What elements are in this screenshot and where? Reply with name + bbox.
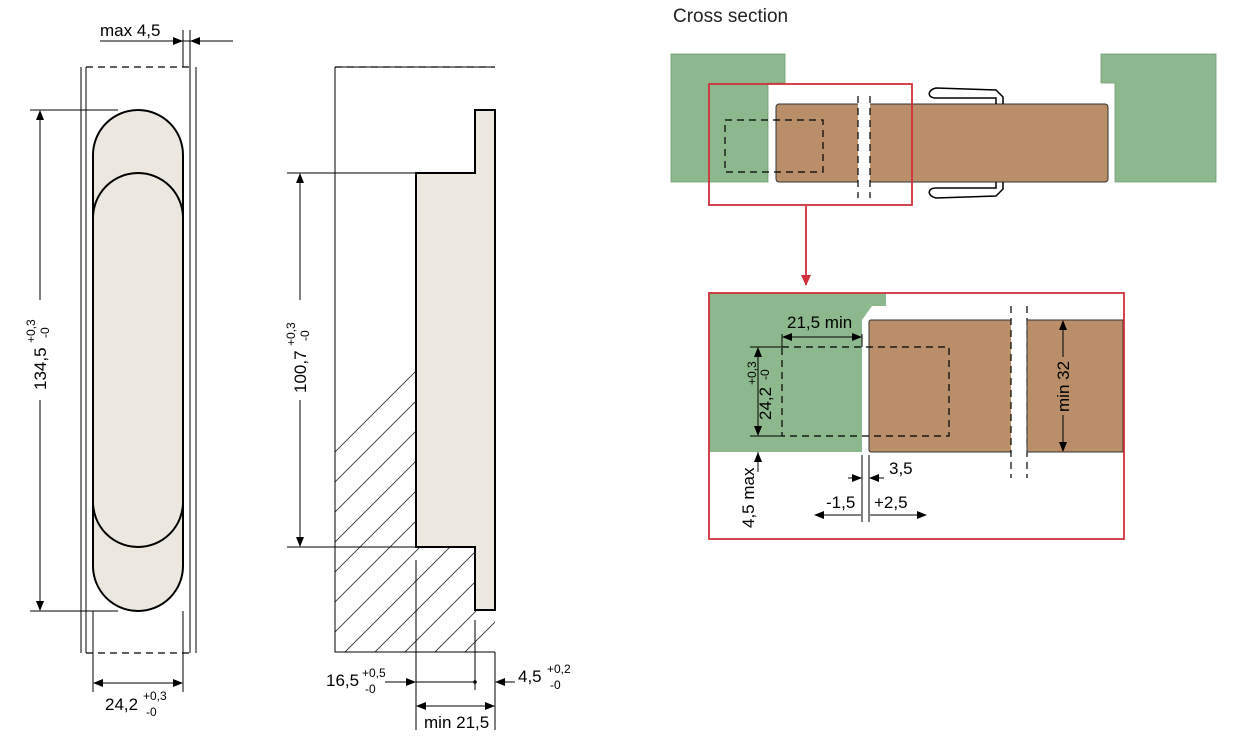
detail-frame [709, 293, 886, 452]
detail-view: 21,5 min 24,2 +0,3 -0 min 32 4, [708, 292, 1125, 540]
height-value: 134,5 [31, 347, 50, 390]
cross-section: Cross section [670, 6, 1217, 540]
detail-min-width: 21,5 min [787, 313, 852, 332]
detail-border [708, 292, 1125, 540]
min-depth-label: min 21,5 [424, 713, 489, 732]
detail-offset-right: +2,5 [874, 493, 908, 512]
flange-value: 4,5 [518, 667, 542, 686]
hatch-line [335, 67, 495, 652]
flange-tol-upper: +0,2 [547, 662, 571, 676]
depth-tol-upper: +0,5 [362, 666, 386, 680]
detail-gap: 3,5 [889, 459, 913, 478]
flange-tol-lower: -0 [550, 678, 561, 692]
detail-door-right [1026, 319, 1124, 453]
detail-max-clearance: 4,5 max [739, 467, 758, 528]
pocket-value: 100,7 [291, 350, 310, 393]
callout-box [708, 83, 913, 206]
detail-pocket-tol-lower: -0 [758, 369, 772, 380]
pocket-tol-lower: -0 [298, 330, 312, 341]
detail-offset-left: -1,5 [826, 493, 855, 512]
hinge-body-inner [92, 172, 184, 548]
side-view: 100,7 +0,3 -0 16,5 +0,5 -0 4,5 +0,2 -0 [284, 66, 571, 732]
door-leaf [775, 103, 1109, 183]
height-tol-lower: -0 [38, 327, 52, 338]
height-tol-upper: +0,3 [24, 319, 38, 343]
height-dimension: 134,5 +0,3 -0 [24, 109, 118, 612]
depth-value: 16,5 [326, 671, 359, 690]
pocket-tol-upper: +0,3 [284, 322, 298, 346]
hatch-line [335, 67, 495, 652]
front-view-outline [80, 66, 197, 654]
width-tol-lower: -0 [146, 705, 157, 719]
depth-tol-lower: -0 [365, 682, 376, 696]
door-handle [928, 87, 1004, 199]
hatch-line [344, 67, 495, 652]
hatch-line [374, 67, 495, 652]
pocket-dimension: 100,7 +0,3 -0 [284, 172, 416, 548]
detail-pocket-tol-upper: +0,3 [745, 361, 759, 385]
detail-door-left [868, 319, 1017, 453]
top-clearance-label: max 4,5 [100, 21, 160, 40]
width-tol-upper: +0,3 [143, 689, 167, 703]
hatch-line [335, 67, 495, 652]
width-dimension: 24,2 +0,3 -0 [92, 611, 184, 719]
detail-pocket-value: 24,2 [756, 387, 775, 420]
frame-right [1100, 53, 1217, 183]
top-clearance-dimension: max 4,5 [100, 21, 233, 67]
side-bottom-dimensions: 16,5 +0,5 -0 4,5 +0,2 -0 min 21,5 [326, 560, 571, 732]
hinge-section [415, 109, 496, 611]
width-value: 24,2 [105, 695, 138, 714]
frame-left [670, 53, 786, 183]
cross-section-title: Cross section [673, 6, 788, 27]
detail-min-thickness: min 32 [1054, 361, 1073, 412]
front-view: max 4,5 134,5 +0,3 -0 24,2 +0,3 -0 [24, 21, 233, 719]
